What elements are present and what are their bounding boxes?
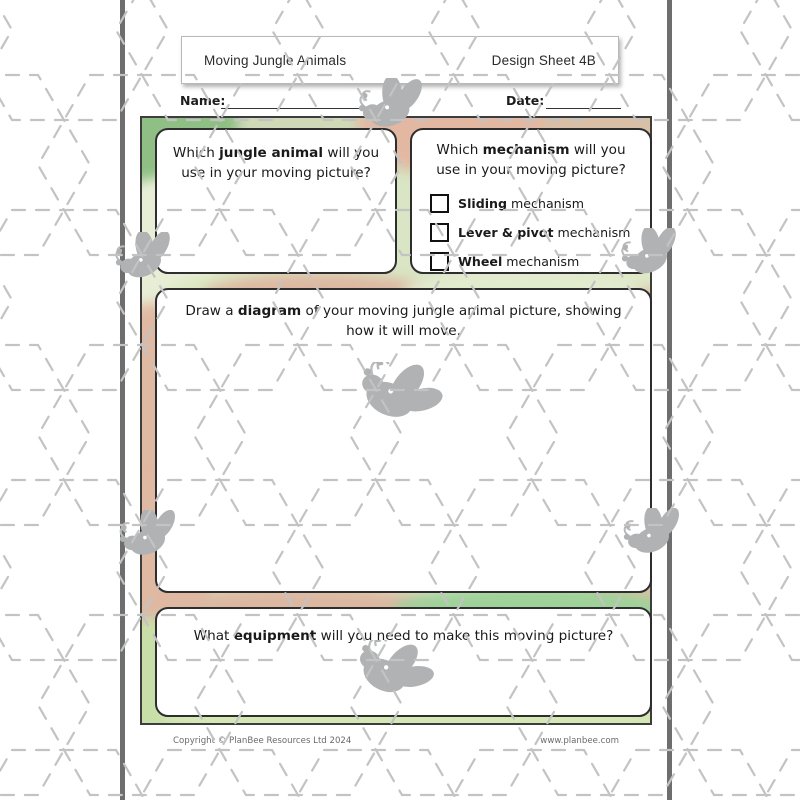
design-sheet-label: Design Sheet 4B	[491, 52, 596, 68]
mechanism-question: Which mechanism will you use in your mov…	[436, 142, 626, 178]
checkbox-wheel[interactable]	[430, 251, 449, 271]
jungle-animal-question: Which jungle animal will you use in your…	[172, 145, 380, 181]
checkbox-row-lever-pivot[interactable]: Lever & pivot mechanism	[430, 221, 636, 243]
checkbox-sliding[interactable]	[430, 193, 449, 213]
jungle-animal-answer-box[interactable]: Which jungle animal will you use in your…	[155, 128, 397, 274]
mechanism-question-box: Which mechanism will you use in your mov…	[410, 128, 652, 274]
diagram-instruction: Draw a diagram of your moving jungle ani…	[185, 303, 622, 339]
diagram-drawing-box[interactable]: Draw a diagram of your moving jungle ani…	[155, 288, 652, 593]
checkbox-row-sliding[interactable]: Sliding mechanism	[430, 192, 636, 214]
name-input-line[interactable]	[221, 108, 375, 109]
checkbox-label-lever-pivot: Lever & pivot mechanism	[458, 224, 631, 240]
page-title: Moving Jungle Animals	[204, 52, 347, 68]
header-title-bar: Moving Jungle Animals Design Sheet 4B	[181, 36, 619, 84]
checkbox-label-wheel: Wheel mechanism	[458, 253, 580, 269]
website-text[interactable]: www.planbee.com	[540, 736, 619, 746]
page-sheet: Moving Jungle Animals Design Sheet 4B Na…	[120, 0, 672, 800]
equipment-answer-box[interactable]: What equipment will you need to make thi…	[155, 607, 652, 717]
equipment-question: What equipment will you need to make thi…	[193, 628, 614, 644]
checkbox-lever-pivot[interactable]	[430, 222, 449, 242]
copyright-text: Copyright © PlanBee Resources Ltd 2024	[173, 736, 352, 746]
name-date-row: Name: Date:	[125, 92, 667, 114]
date-label: Date:	[506, 93, 545, 108]
checkbox-label-sliding: Sliding mechanism	[458, 195, 584, 211]
checkbox-row-wheel[interactable]: Wheel mechanism	[430, 250, 636, 272]
mechanism-checkbox-list: Sliding mechanism Lever & pivot mechanis…	[430, 192, 636, 279]
page-footer: Copyright © PlanBee Resources Ltd 2024 w…	[125, 736, 667, 756]
date-input-line[interactable]	[546, 108, 621, 109]
name-label: Name:	[180, 93, 226, 108]
